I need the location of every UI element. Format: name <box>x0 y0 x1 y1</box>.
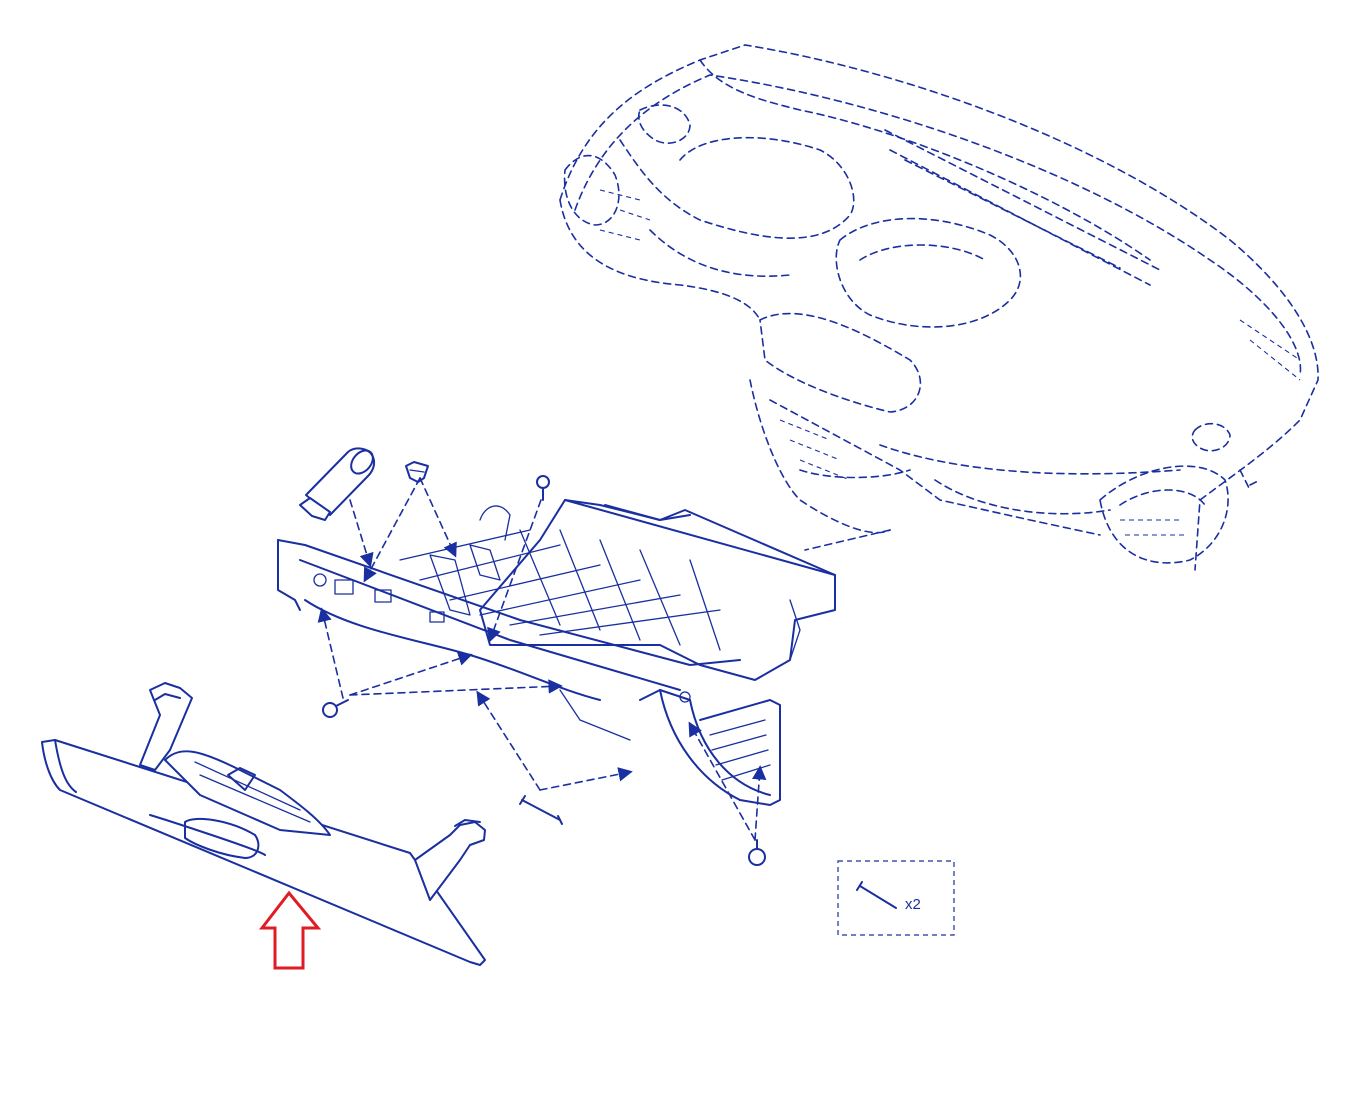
screw <box>322 475 766 866</box>
quantity-label: x2 <box>905 896 921 913</box>
quantity-callout-box <box>837 860 955 936</box>
glovebox-door <box>41 682 486 966</box>
glovebox-light <box>299 447 376 521</box>
assembly-arrows <box>317 477 767 841</box>
clip <box>405 461 429 483</box>
glovebox-housing <box>277 499 836 806</box>
removal-direction-arrow <box>258 890 322 970</box>
pin <box>519 795 897 909</box>
dashboard-outline <box>559 44 1319 571</box>
